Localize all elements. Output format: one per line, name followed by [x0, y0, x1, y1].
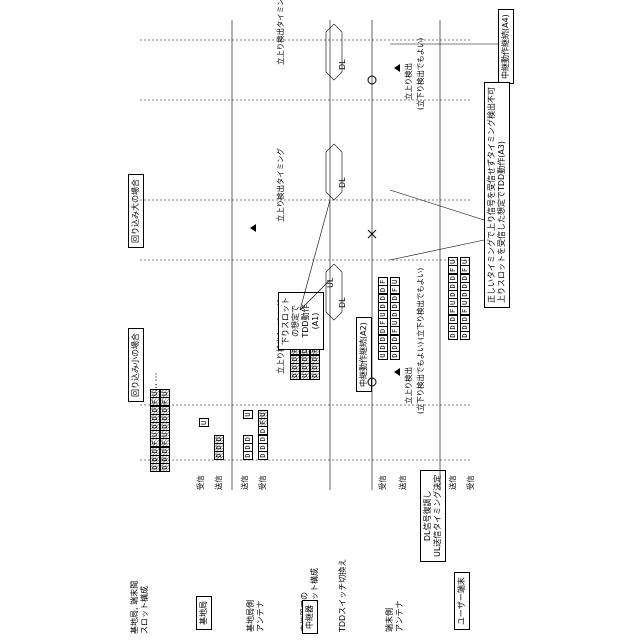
leader-a1-1	[300, 280, 330, 310]
arrow-a4	[394, 64, 400, 72]
tdd-hex-1	[326, 264, 342, 320]
leader-a3-1	[390, 240, 484, 260]
arrow-large	[250, 224, 256, 232]
leader-a1-2	[300, 200, 330, 310]
leader-a3-2	[390, 190, 484, 220]
tdd-hex-3	[326, 24, 342, 80]
tdd-hex-2	[326, 144, 342, 200]
arrow-small	[394, 368, 400, 376]
